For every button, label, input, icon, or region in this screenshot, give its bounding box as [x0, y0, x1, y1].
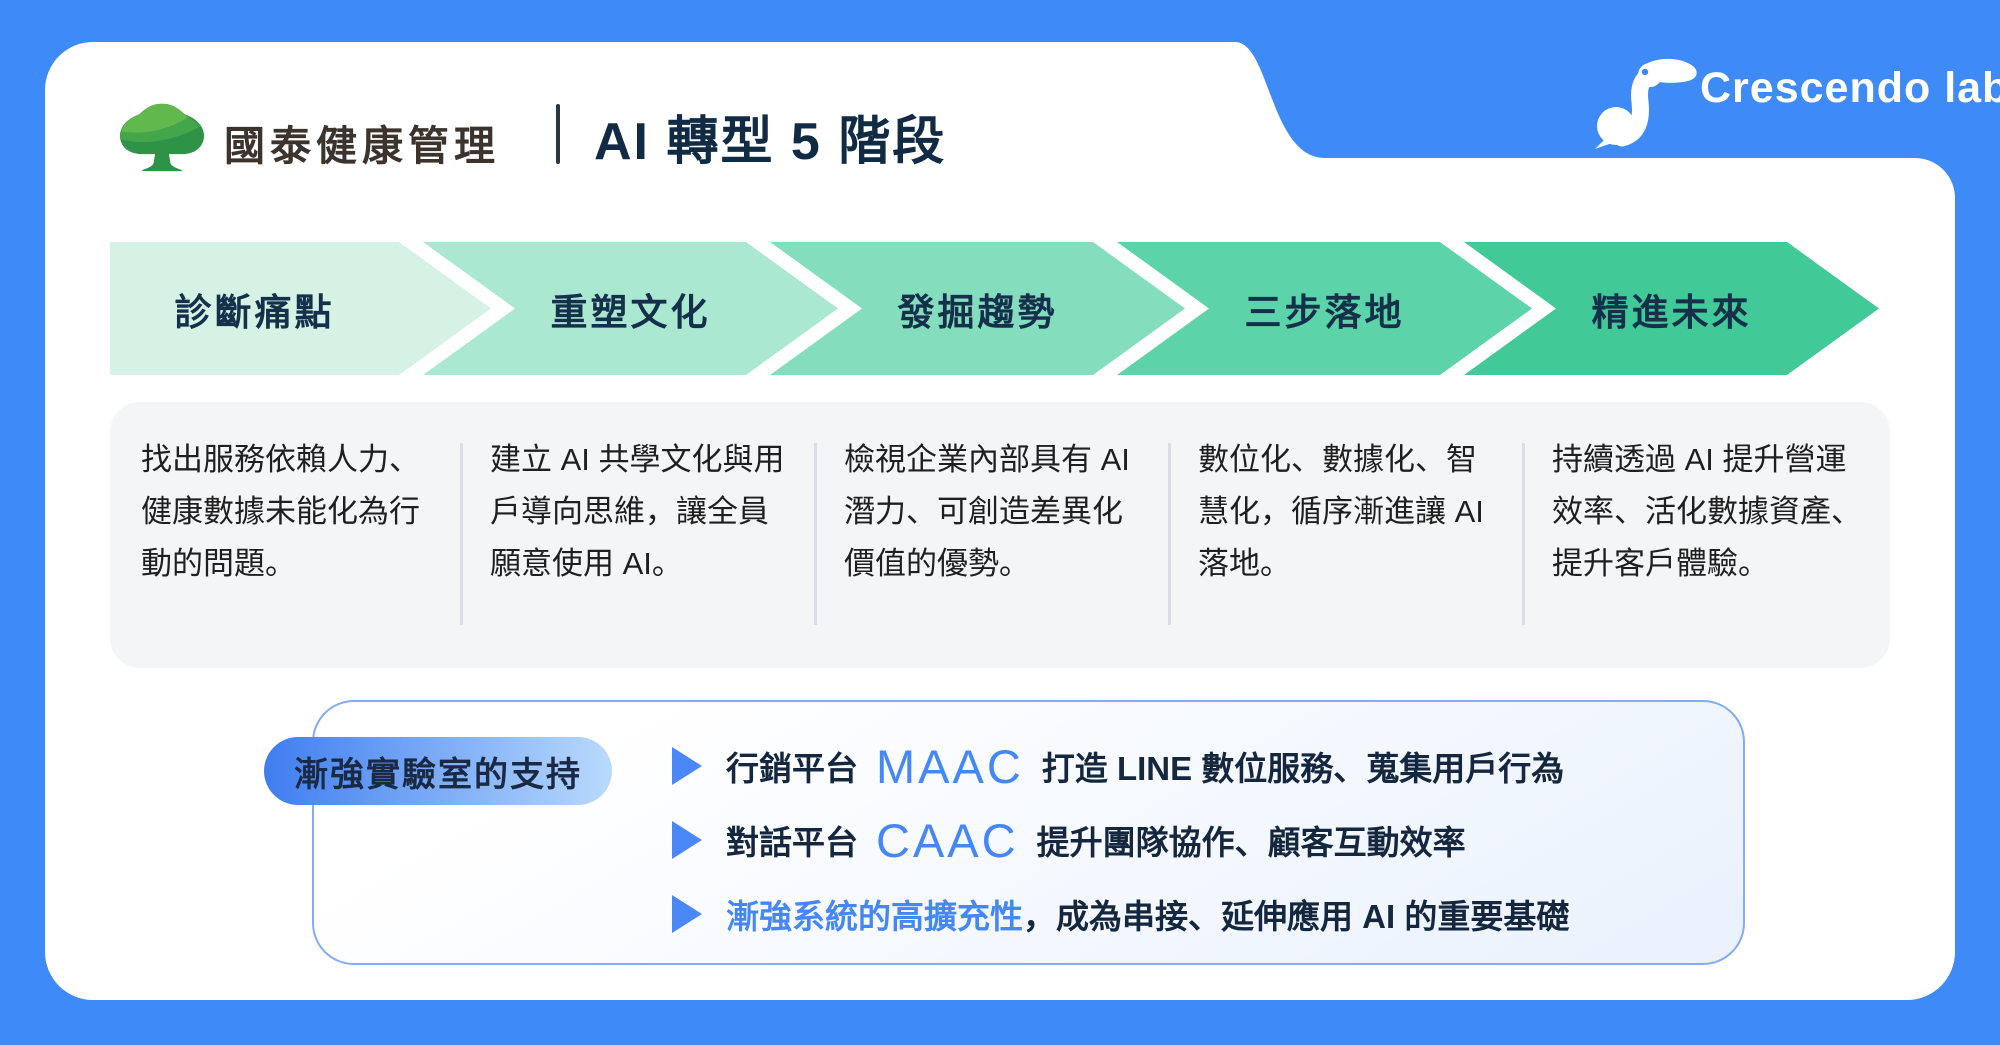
support-badge: 漸強實驗室的支持	[264, 737, 612, 805]
brand-name: 國泰健康管理	[224, 123, 500, 169]
bullet-triangle-icon	[672, 821, 702, 859]
top-right-tab-shape	[1210, 0, 2000, 205]
bullet-text: 提升團隊協作、顧客互動效率	[1036, 824, 1466, 861]
stage-description-3: 檢視企業內部具有 AI 潛力、可創造差異化價值的優勢。	[844, 442, 1130, 581]
column-divider	[460, 443, 463, 625]
crescendo-lab-wordmark: Crescendo lab	[1700, 64, 2000, 112]
bullet-triangle-icon	[672, 895, 702, 933]
stage-chevron-1: 診斷痛點	[110, 242, 491, 375]
bullet-prefix: 行銷平台	[726, 750, 858, 787]
stage-description-1: 找出服務依賴人力、健康數據未能化為行動的問題。	[141, 442, 420, 581]
stage-description-2: 建立 AI 共學文化與用戶導向思維，讓全員願意使用 AI。	[490, 442, 785, 581]
bullet-text: ，成為串接、延伸應用 AI 的重要基礎	[1023, 898, 1570, 935]
bullet-highlight: 漸強系統的高擴充性	[726, 898, 1023, 935]
page-title: AI 轉型 5 階段	[594, 113, 947, 171]
support-bullet-1: 行銷平台 MAAC 打造 LINE 數位服務、蒐集用戶行為	[672, 736, 1564, 796]
descriptions-panel	[110, 402, 1890, 668]
stage-label: 發掘趨勢	[897, 291, 1058, 333]
pelican-icon	[1595, 58, 1697, 149]
column-divider	[1168, 443, 1171, 625]
column-divider	[1522, 443, 1525, 625]
stage-label: 重塑文化	[550, 291, 711, 333]
support-bullet-3: 漸強系統的高擴充性 ，成為串接、延伸應用 AI 的重要基礎	[672, 884, 1569, 944]
bullet-triangle-icon	[672, 747, 702, 785]
bullet-prefix: 對話平台	[726, 824, 858, 861]
column-divider	[814, 443, 817, 625]
header-divider-bar	[556, 104, 560, 164]
support-bullet-2: 對話平台 CAAC 提升團隊協作、顧客互動效率	[672, 810, 1466, 870]
bullet-text: 打造 LINE 數位服務、蒐集用戶行為	[1041, 750, 1565, 787]
bullet-platform-name: MAAC	[876, 739, 1024, 793]
stage-label: 精進未來	[1591, 291, 1752, 333]
stage-description-5: 持續透過 AI 提升營運效率、活化數據資產、提升客戶體驗。	[1552, 442, 1862, 581]
stage-description-4: 數位化、數據化、智慧化，循序漸進讓 AI 落地。	[1198, 442, 1484, 581]
cathay-tree-logo-icon	[119, 103, 205, 172]
stage-label: 三步落地	[1244, 291, 1405, 333]
stage-label: 診斷痛點	[174, 291, 335, 333]
bullet-platform-name: CAAC	[876, 813, 1019, 867]
